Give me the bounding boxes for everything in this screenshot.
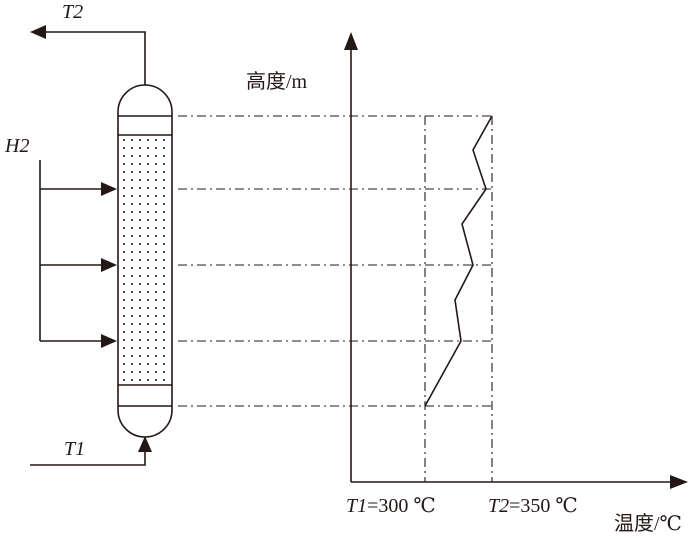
plot-axes: [344, 32, 688, 489]
reactor-column: [117, 84, 173, 438]
t1-name: T1: [346, 495, 367, 517]
t2-name: T2: [488, 495, 509, 517]
x-axis-arrow-icon: [670, 475, 688, 489]
column-top-cap: [117, 84, 173, 116]
y-axis-label: 高度/m: [246, 70, 308, 93]
t1-temperature-mark: T1=300 ℃: [346, 495, 436, 517]
y-axis-arrow-icon: [344, 32, 358, 50]
level-guide-lines: [178, 115, 493, 482]
t2-outlet-label: T2: [62, 1, 83, 23]
h2-branch-3-arrow-icon: [101, 334, 117, 348]
t1-value: =300 ℃: [367, 495, 436, 517]
temperature-profile-line: [424, 115, 493, 407]
column-bottom-cap: [117, 406, 173, 438]
h2-feed-manifold: [39, 160, 117, 348]
t2-value: =350 ℃: [509, 495, 578, 517]
t2-temperature-mark: T2=350 ℃: [488, 495, 578, 517]
t1-inlet-stream: [30, 436, 152, 466]
h2-branch-1-arrow-icon: [101, 182, 117, 196]
t1-inlet-label: T1: [64, 438, 85, 460]
x-axis-label: 温度/℃: [614, 512, 682, 535]
h2-feed-label: H2: [4, 135, 29, 157]
t1-inlet-arrow-icon: [138, 436, 152, 452]
t2-outlet-stream: [30, 25, 146, 85]
t2-outlet-line: [44, 31, 146, 85]
h2-branch-2-arrow-icon: [101, 258, 117, 272]
t1-inlet-line: [30, 450, 146, 466]
catalyst-packing-dots: [119, 136, 171, 384]
t2-outlet-arrow-icon: [30, 25, 46, 39]
